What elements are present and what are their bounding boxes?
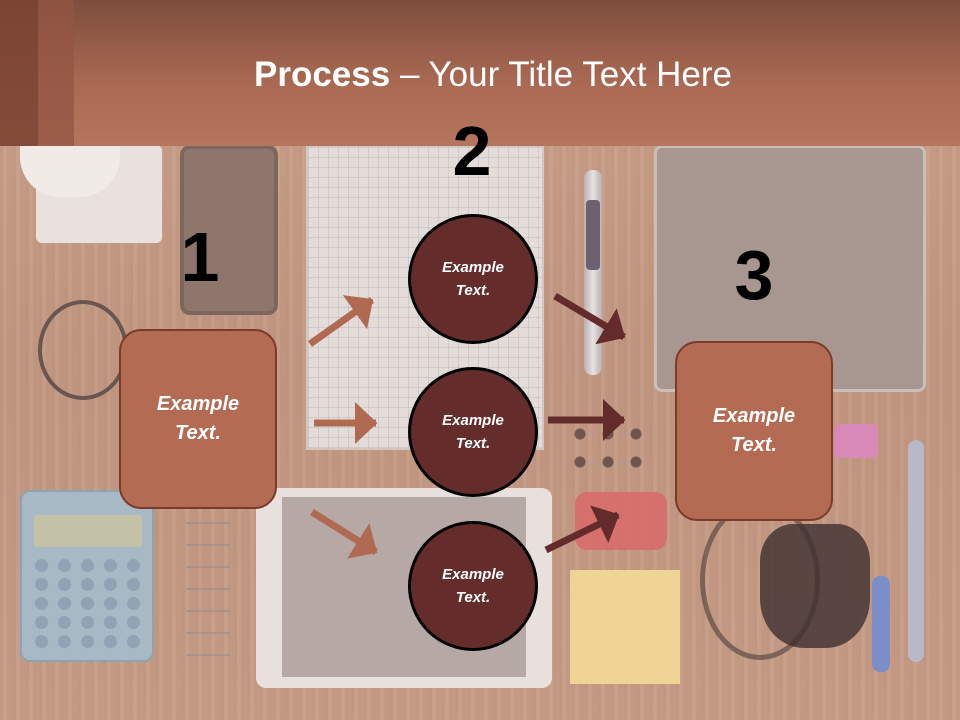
step-2-circle-bottom[interactable]: Example Text. (408, 521, 538, 651)
sticky-note-image (570, 570, 680, 684)
arrow-top-to-3 (553, 292, 626, 345)
bowtie-image (760, 524, 870, 648)
step-2-circle-middle[interactable]: Example Text. (408, 367, 538, 497)
ballpoint-pen-image (908, 440, 924, 662)
slide-title[interactable]: Process – Your Title Text Here (0, 52, 960, 98)
step-number-1: 1 (180, 218, 220, 296)
step-3-text: Example Text. (712, 405, 796, 456)
title-rest: – Your Title Text Here (390, 55, 732, 94)
arrow-1-to-top (307, 295, 375, 347)
title-bold: Process (254, 55, 391, 94)
cup-image (20, 145, 120, 197)
arrow-bottom-to-3 (544, 505, 620, 554)
pen-grip-image (586, 200, 600, 270)
arrow-1-to-bottom (310, 509, 378, 559)
circle-bottom-text: Example Text. (442, 566, 504, 606)
banner-accent-dark (0, 0, 38, 146)
highlighter-image (834, 424, 878, 458)
title-banner: Process – Your Title Text Here (0, 0, 960, 146)
circle-top-text: Example Text. (442, 259, 504, 299)
step-1-text: Example Text. (156, 393, 240, 444)
paperclips-image (186, 500, 230, 660)
step-number-3: 3 (734, 236, 774, 314)
step-1-box[interactable]: Example Text. (119, 329, 277, 509)
step-number-2: 2 (452, 112, 492, 190)
blue-pen-image (872, 576, 890, 672)
step-2-circle-top[interactable]: Example Text. (408, 214, 538, 344)
calculator-keys (30, 556, 146, 652)
calculator-screen (34, 515, 142, 547)
banner-accent-light (38, 0, 74, 146)
step-3-box[interactable]: Example Text. (675, 341, 833, 521)
smartphone-image (180, 145, 278, 315)
circle-middle-text: Example Text. (442, 412, 504, 452)
